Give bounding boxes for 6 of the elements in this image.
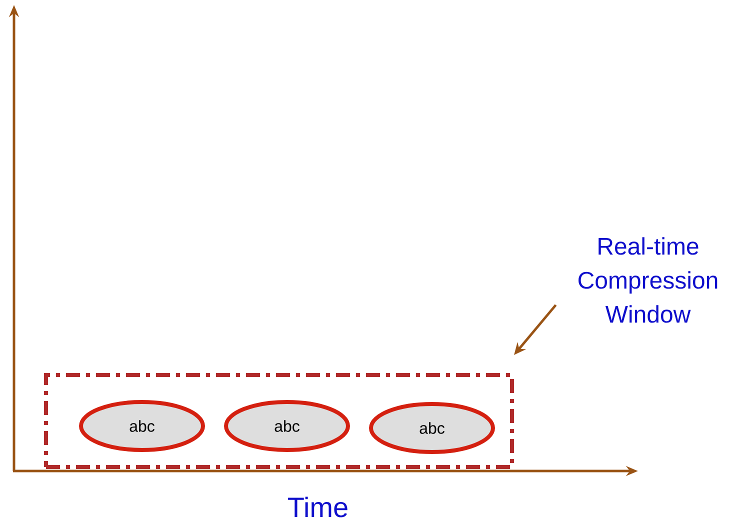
caption-text: Real-time Compression Window <box>578 237 718 323</box>
ellipse-node: abc <box>369 402 495 454</box>
axis-label: Time <box>288 496 348 518</box>
window-box <box>44 373 514 469</box>
ellipse-node: abc <box>224 400 350 452</box>
ellipse-node: abc <box>79 400 205 452</box>
